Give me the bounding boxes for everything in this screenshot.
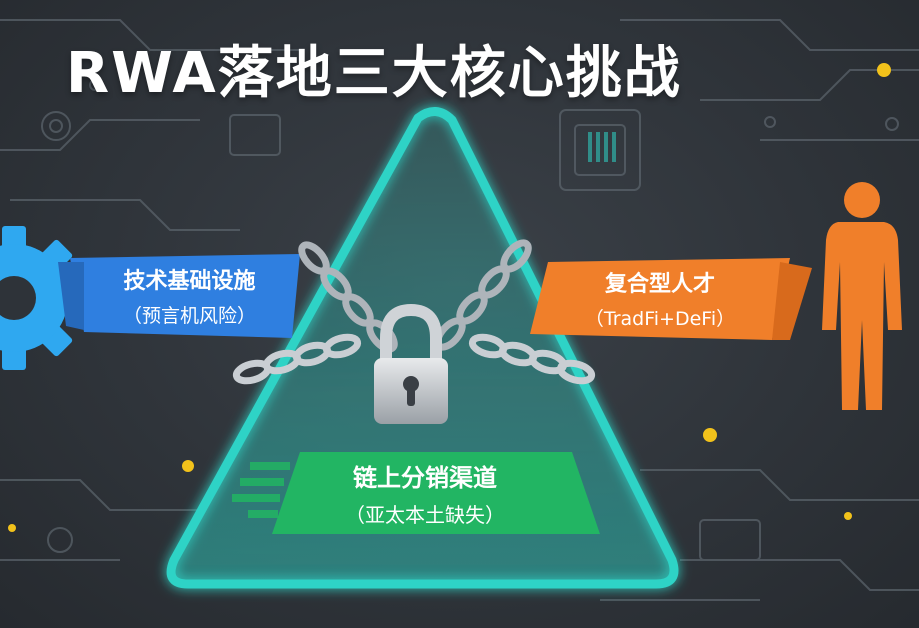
challenge-talent-title: 复合型人才	[604, 271, 715, 297]
challenge-talent: 复合型人才 （TradFi+DeFi）	[540, 258, 780, 338]
challenge-infrastructure-note: （预言机风险）	[122, 304, 256, 327]
bottom-banner-shape	[232, 452, 600, 534]
accent-dots	[8, 63, 891, 532]
circuit-decoration	[0, 19, 919, 601]
challenge-distribution-title: 链上分销渠道	[353, 464, 497, 492]
challenge-infrastructure-title: 技术基础设施	[123, 268, 256, 294]
person-icon	[822, 182, 902, 410]
challenge-distribution-note: （亚太本土缺失）	[345, 503, 505, 527]
left-banner-shape	[58, 254, 300, 338]
padlock-icon	[374, 303, 448, 424]
right-banner-shape	[530, 258, 812, 340]
challenge-talent-note: （TradFi+DeFi）	[584, 307, 736, 330]
chain-icon	[232, 239, 596, 385]
page-title: RWA落地三大核心挑战	[66, 41, 682, 106]
challenge-infrastructure: 技术基础设施 （预言机风险）	[82, 255, 297, 335]
challenge-distribution: 链上分销渠道 （亚太本土缺失）	[285, 448, 565, 538]
